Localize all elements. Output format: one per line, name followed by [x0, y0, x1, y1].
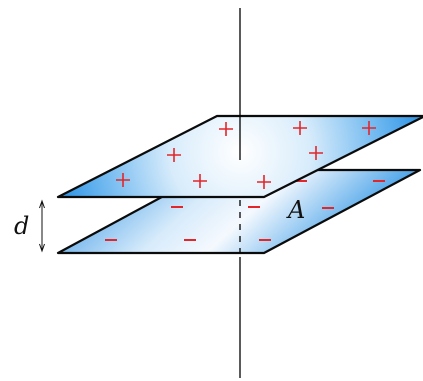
top-plate-charges	[116, 121, 376, 189]
arrow-up	[39, 199, 45, 209]
charge-plus	[219, 122, 233, 136]
charge-plus	[257, 175, 271, 189]
charge-plus	[309, 146, 323, 160]
charge-plus	[293, 121, 307, 135]
charge-plus	[116, 173, 130, 187]
area-label: A	[286, 196, 305, 224]
bottom-plate-charges	[105, 180, 385, 241]
charge-plus	[167, 148, 181, 162]
separation-label: d	[14, 212, 29, 240]
charge-plus	[193, 174, 207, 188]
separation-dimension	[39, 199, 45, 253]
charge-plus	[362, 121, 376, 135]
arrow-down	[39, 243, 45, 253]
